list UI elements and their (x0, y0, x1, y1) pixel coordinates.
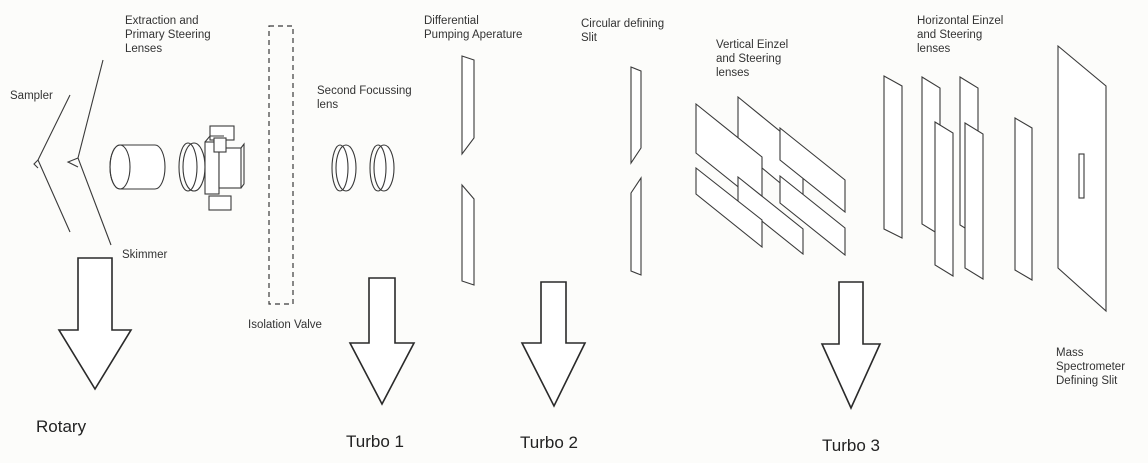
skimmer-cone (66, 59, 112, 246)
label-isolation-valve: Isolation Valve (248, 319, 322, 331)
extraction-lens-2 (178, 142, 206, 192)
primary-steering-lenses (204, 125, 245, 211)
label-rotary-pump: Rotary (36, 417, 87, 436)
label-turbo1-pump: Turbo 1 (346, 432, 404, 451)
mass-spectrometer-slit (1057, 44, 1107, 313)
sampler-cone (33, 94, 71, 233)
turbo1-arrow (348, 277, 416, 406)
circular-defining-slit (630, 66, 642, 276)
turbo3-arrow (820, 281, 882, 410)
isolation-valve-outline (268, 25, 294, 305)
label-skimmer: Skimmer (122, 249, 168, 261)
extraction-lens-1 (109, 144, 166, 190)
label-vertical-einzel: Vertical Einzel and Steering lenses (716, 39, 789, 79)
label-differential-pumping-aperture: Differential Pumping Aperature (424, 15, 523, 41)
turbo2-arrow (520, 281, 587, 408)
label-mass-spectrometer-slit: Mass Spectrometer Defining Slit (1056, 347, 1126, 387)
label-turbo3-pump: Turbo 3 (822, 436, 880, 455)
label-horizontal-einzel: Horizontal Einzel and Steering lenses (917, 15, 1004, 55)
second-focussing-lens (331, 144, 395, 192)
differential-pumping-aperture (461, 55, 475, 286)
label-turbo2-pump: Turbo 2 (520, 433, 578, 452)
rotary-arrow (57, 257, 133, 391)
label-circular-defining-slit: Circular defining Slit (581, 18, 665, 44)
horizontal-einzel-lenses (883, 75, 1033, 281)
vertical-einzel-lenses (695, 95, 846, 257)
label-second-focussing-lens: Second Focussing lens (317, 85, 412, 111)
label-sampler: Sampler (10, 90, 53, 102)
label-extraction-lenses: Extraction and Primary Steering Lenses (125, 15, 211, 55)
